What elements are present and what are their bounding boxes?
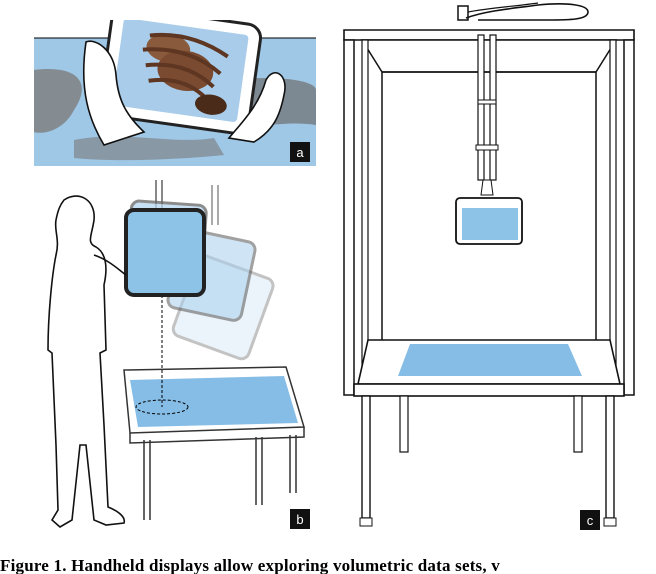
svg-text:a: a [296, 145, 304, 160]
svg-text:c: c [587, 513, 594, 528]
panel-b-label-tag: b [290, 509, 310, 529]
table-display-surface [130, 376, 298, 427]
panel-c-frame-rig: c [338, 0, 642, 533]
svg-text:b: b [296, 512, 303, 527]
panel-a-tablet-photo: a [34, 20, 316, 166]
panel-b-user-illustration: b [34, 175, 316, 533]
figure-caption: Figure 1. Handheld displays allow explor… [0, 556, 500, 574]
rig-display-screen [462, 208, 518, 240]
handheld-display [124, 208, 206, 297]
person-figure [47, 195, 126, 528]
rig-table-surface [398, 344, 582, 376]
panel-a-label-tag: a [290, 142, 310, 162]
panel-c-label-tag: c [580, 510, 600, 530]
